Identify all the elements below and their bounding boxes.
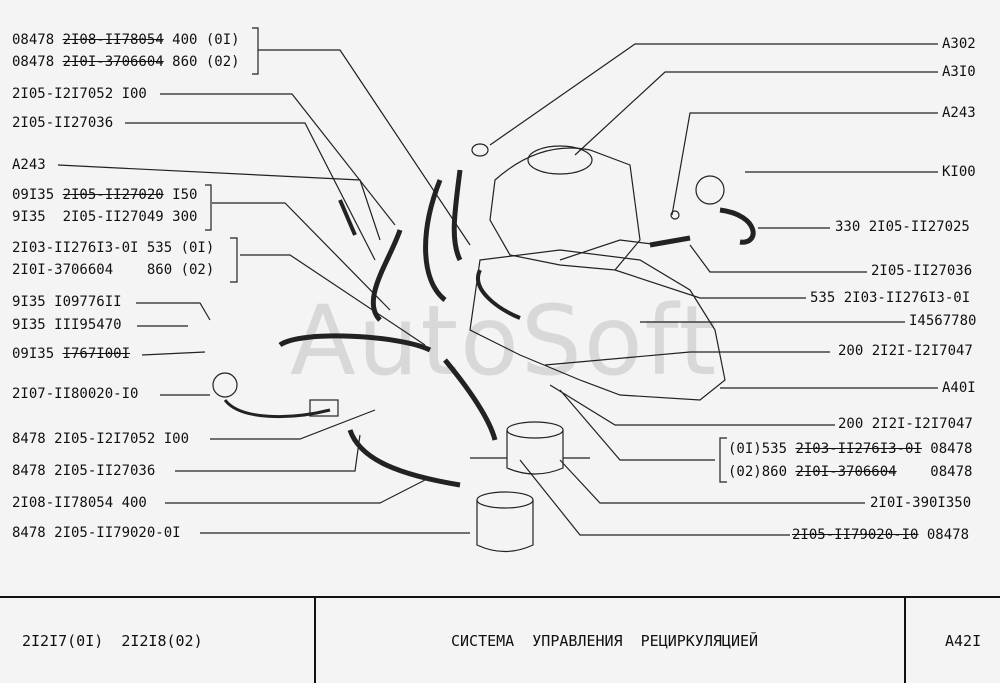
left-callout-label: 08478 2I08-II78054 400 (0I) [12,32,240,48]
label-text: I4567780 [909,313,977,329]
left-callout-label: 2I05-I2I7052 I00 [12,86,147,102]
label-text: 2I05-I2I7052 I00 [12,86,147,102]
label-struck-text: 2I08-II78054 [62,32,164,48]
left-callout-label: 09I35 2I05-II27020 I50 [12,187,197,203]
left-callout-label: 2I03-II276I3-0I 535 (0I) [12,240,214,256]
label-text: 2I0I-390I350 [870,495,972,511]
right-callout-label: A243 [942,105,976,121]
left-callout-label: 8478 2I05-I2I7052 I00 [12,431,189,447]
label-text: 9I35 2I05-II27049 300 [12,209,198,225]
left-callout-label: 08478 2I0I-3706604 860 (02) [12,54,240,70]
label-text: 200 2I2I-I2I7047 [838,416,973,432]
left-callout-label: 8478 2I05-II27036 [12,463,155,479]
label-text: 9I35 I09776II [12,294,122,310]
model-codes: 2I2I7(0I) 2I2I8(02) [22,632,203,650]
right-callout-label: 2I05-II27036 [871,263,972,279]
right-callout-label: 330 2I05-II27025 [835,219,970,235]
label-text: 2I05-II27036 [12,115,114,131]
label-struck-text: 2I0I-3706604 [795,464,897,480]
right-callout-label: A40I [942,380,976,396]
right-callout-label: 535 2I03-II276I3-0I [810,290,970,306]
right-callout-label: 2I05-II79020-I0 08478 [792,527,969,543]
label-text: A302 [942,36,976,52]
label-text: 9I35 III95470 [12,317,122,333]
right-callout-label: KI00 [942,164,976,180]
right-callout-label: I4567780 [909,313,976,329]
label-suffix-text: 08478 [918,527,970,543]
left-callout-label: 9I35 III95470 [12,317,122,333]
label-text: 2I07-II80020-I0 [12,386,139,402]
label-struck-text: 2I0I-3706604 [62,54,164,70]
label-suffix-text: 400 (0I) [163,32,240,48]
left-callout-label: 2I07-II80020-I0 [12,386,138,402]
label-text: 08478 [12,54,63,70]
watermark: AutoSoft [290,285,719,397]
label-text: 8478 2I05-I2I7052 I00 [12,431,190,447]
label-struck-text: 2I05-II79020-I0 [792,527,919,543]
left-callout-label: 09I35 I767I00I [12,346,130,362]
label-suffix-text: 860 (02) [163,54,240,70]
label-text: 2I08-II78054 400 [12,495,147,511]
label-text: 330 2I05-II27025 [835,219,970,235]
label-text: (02)860 [728,464,796,480]
label-text: 2I05-II27036 [871,263,973,279]
label-text: 08478 [12,32,63,48]
right-callout-label: 2I0I-390I350 [870,495,971,511]
left-callout-label: 2I08-II78054 400 [12,495,147,511]
label-text: A3I0 [942,64,976,80]
left-callout-label: A243 [12,157,46,173]
page-title: СИСТЕМА УПРАВЛЕНИЯ РЕЦИРКУЛЯЦИЕЙ [451,632,759,650]
label-text: A243 [12,157,46,173]
label-text: 2I03-II276I3-0I 535 (0I) [12,240,215,256]
label-text: A243 [942,105,976,121]
page-number: A42I [945,632,982,650]
label-struck-text: I767I00I [62,346,131,362]
label-struck-text: 2I05-II27020 [62,187,164,203]
label-text: 8478 2I05-II79020-0I [12,525,181,541]
right-callout-label: A302 [942,36,976,52]
label-text: 535 2I03-II276I3-0I [810,290,971,306]
label-suffix-text: 08478 [896,464,973,480]
label-text: 8478 2I05-II27036 [12,463,156,479]
label-struck-text: 2I03-II276I3-0I [795,441,922,457]
right-callout-label: 200 2I2I-I2I7047 [838,416,973,432]
left-callout-label: 9I35 I09776II [12,294,122,310]
right-callout-label: (0I)535 2I03-II276I3-0I 08478 [728,441,972,457]
label-suffix-text: 08478 [921,441,973,457]
right-callout-label: A3I0 [942,64,976,80]
label-text: 2I0I-3706604 860 (02) [12,262,215,278]
label-text: (0I)535 [728,441,796,457]
label-text: A40I [942,380,976,396]
left-callout-label: 2I0I-3706604 860 (02) [12,262,214,278]
label-text: KI00 [942,164,976,180]
label-text: 09I35 [12,346,63,362]
right-callout-label: 200 2I2I-I2I7047 [838,343,973,359]
left-callout-label: 9I35 2I05-II27049 300 [12,209,197,225]
right-callout-label: (02)860 2I0I-3706604 08478 [728,464,972,480]
left-callout-label: 2I05-II27036 [12,115,113,131]
label-text: 09I35 [12,187,63,203]
label-suffix-text: I50 [163,187,198,203]
left-callout-label: 8478 2I05-II79020-0I [12,525,181,541]
label-text: 200 2I2I-I2I7047 [838,343,973,359]
